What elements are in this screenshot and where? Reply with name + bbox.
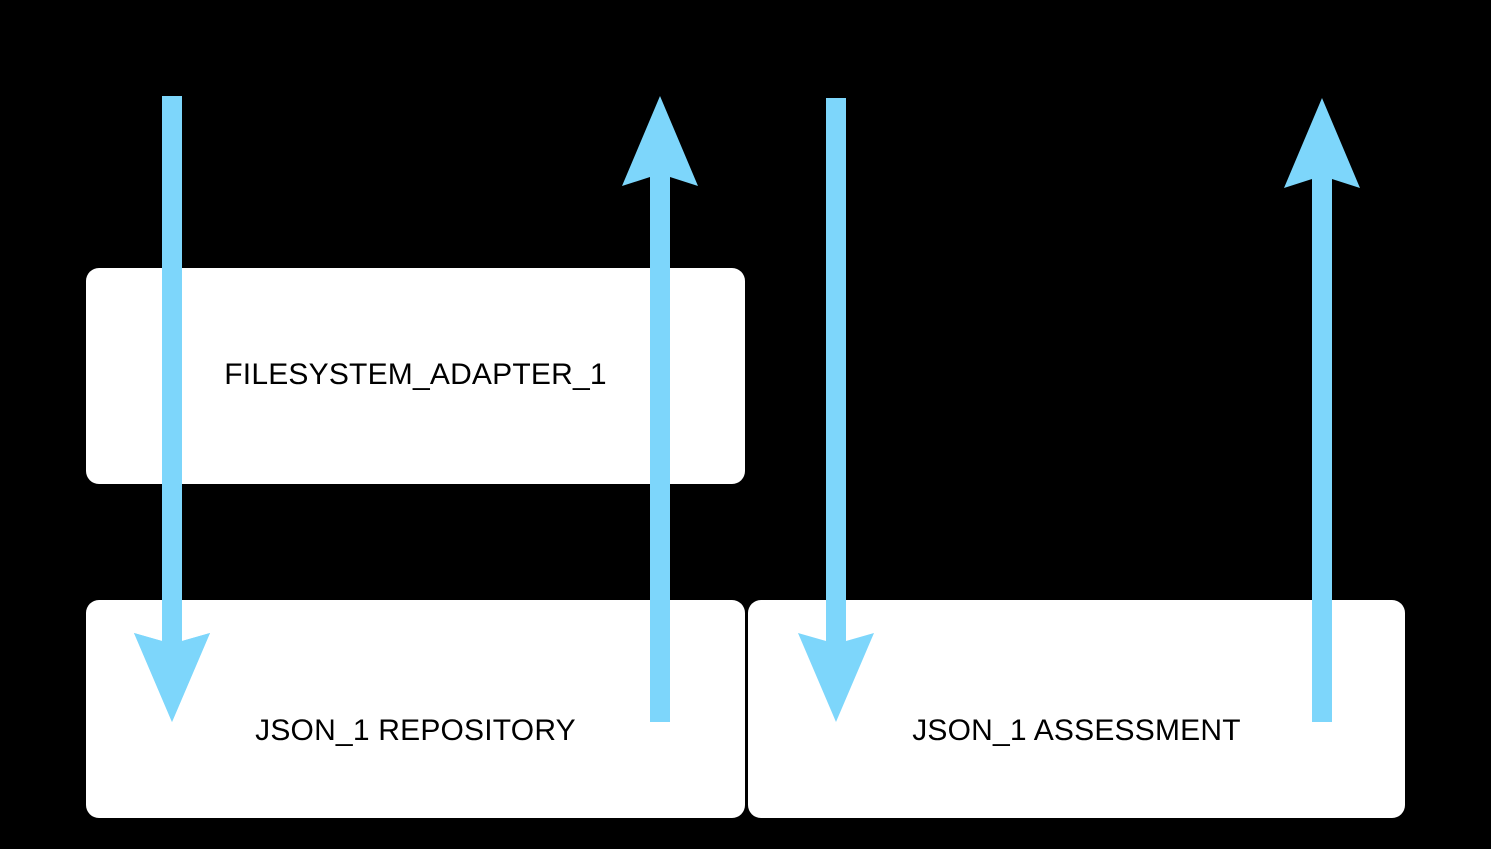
node-json-repository-label: JSON_1 REPOSITORY [255,714,576,747]
node-json-repository[interactable]: JSON_1 REPOSITORY [86,600,745,818]
node-json-assessment-label: JSON_1 ASSESSMENT [912,714,1241,747]
node-filesystem-adapter-label: FILESYSTEM_ADAPTER_1 [224,358,607,391]
node-filesystem-adapter[interactable]: FILESYSTEM_ADAPTER_1 [86,268,745,484]
node-json-assessment[interactable]: JSON_1 ASSESSMENT [748,600,1405,818]
